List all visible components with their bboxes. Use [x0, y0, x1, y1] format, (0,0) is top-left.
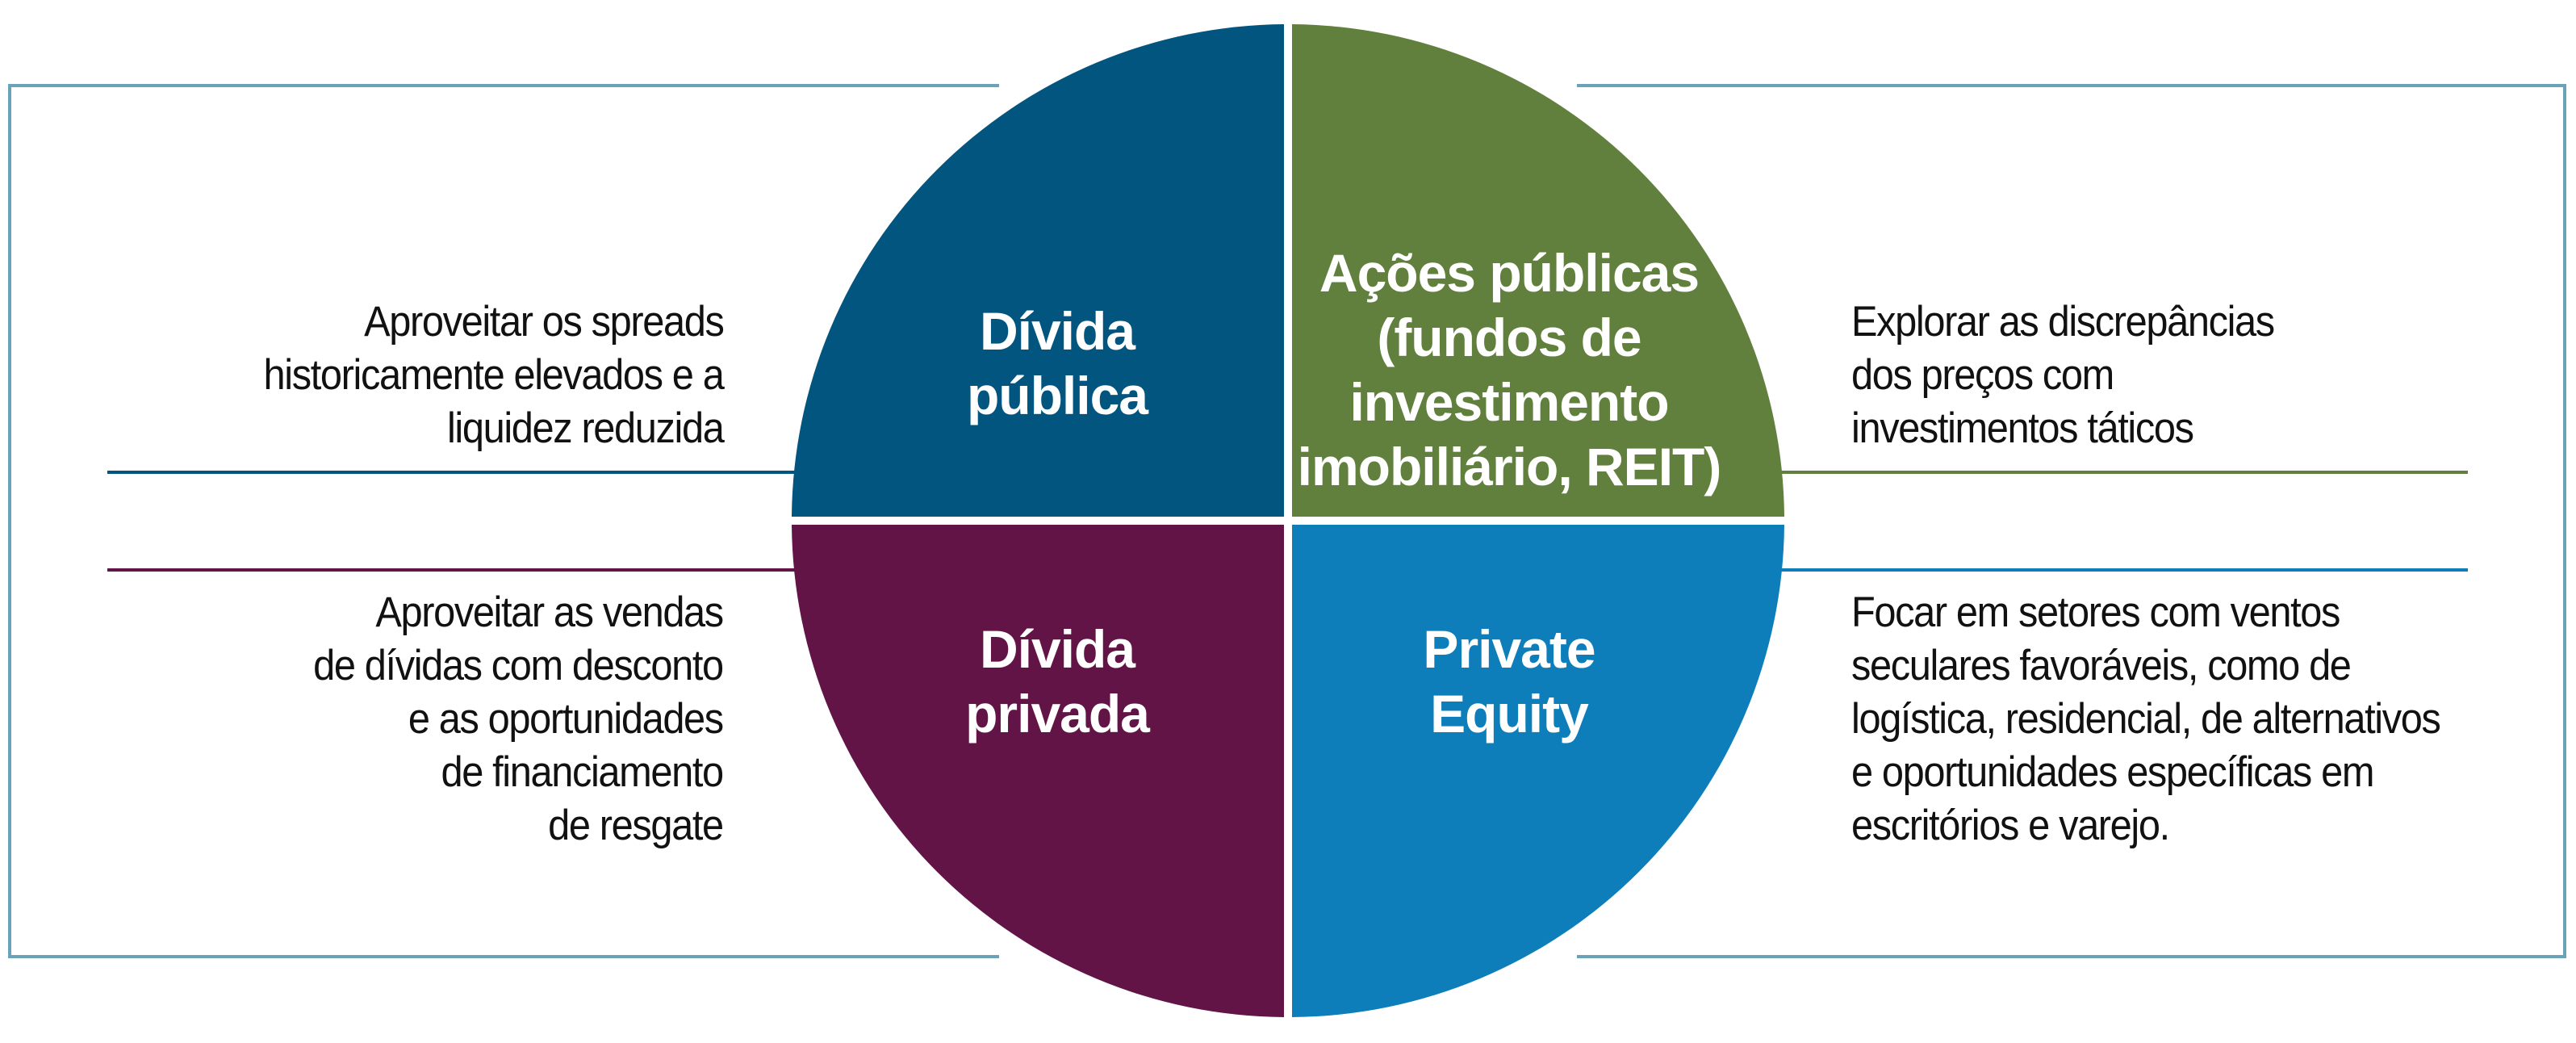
frame-top-right	[1577, 84, 2566, 87]
description-divida-privada: Aproveitar as vendas de dívidas com desc…	[313, 589, 724, 849]
frame-bottom-left	[8, 955, 999, 958]
connector-private-equity	[1759, 568, 2468, 572]
connector-divida-privada	[107, 568, 818, 572]
quadrant-divida-privada[interactable]	[792, 525, 1284, 1017]
frame-bottom-right	[1577, 955, 2566, 958]
label-private-equity: Private Equity	[1423, 619, 1595, 744]
description-acoes-publicas: Explorar as discrepâncias dos preços com…	[1851, 298, 2275, 452]
label-divida-privada: Dívida privada	[965, 619, 1150, 744]
quadrant-divida-publica[interactable]	[792, 24, 1284, 517]
description-private-equity: Focar em setores com ventos seculares fa…	[1851, 589, 2441, 849]
label-acoes-publicas: Ações públicas (fundos de investimento i…	[1297, 243, 1722, 496]
quadrant-private-equity[interactable]	[1292, 525, 1784, 1017]
frame-top-left	[8, 84, 999, 87]
connector-divida-publica	[107, 471, 818, 474]
frame-right	[2563, 84, 2566, 958]
description-divida-publica: Aproveitar os spreads historicamente ele…	[263, 298, 724, 452]
frame-left	[8, 84, 11, 958]
quadrant-acoes-publicas[interactable]	[1292, 24, 1784, 517]
connector-acoes-publicas	[1759, 471, 2468, 474]
label-divida-publica: Dívida pública	[966, 301, 1148, 425]
